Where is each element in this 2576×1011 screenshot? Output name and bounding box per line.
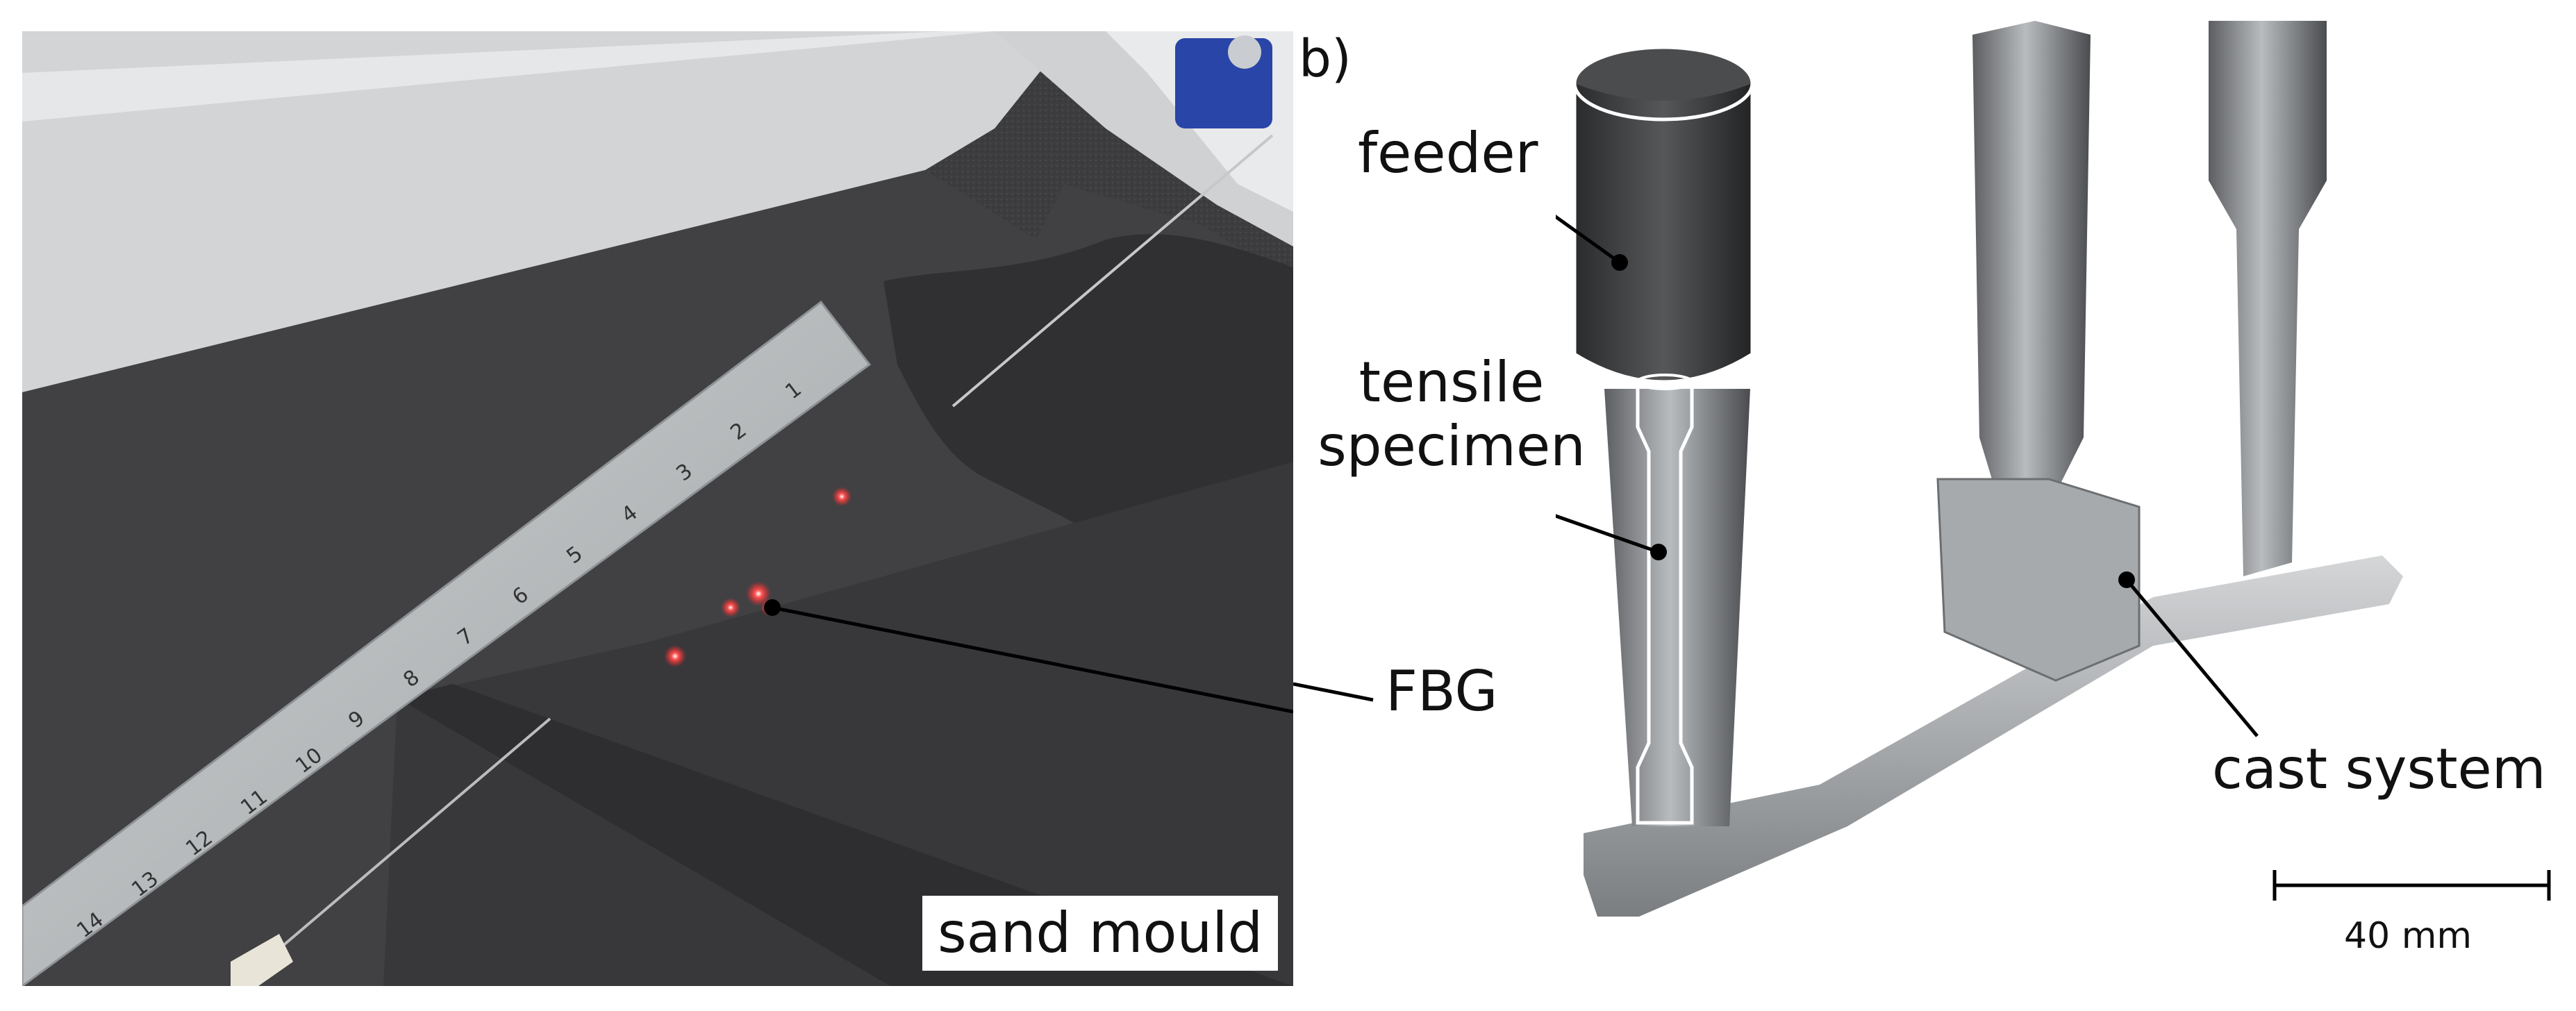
cast-system-leader-line <box>2125 578 2259 737</box>
ruler-number: 1 <box>781 376 806 404</box>
steel-ruler <box>22 300 872 986</box>
ruler-number: 3 <box>671 458 697 487</box>
tensile-marker-dot <box>1650 544 1667 560</box>
panel-b-leaders <box>1556 215 2259 737</box>
fbg-label: FBG <box>1386 659 1498 724</box>
laser-spot <box>746 581 771 606</box>
tensile-label-line-1: tensile <box>1358 350 1545 415</box>
tensile-specimen-label: tensile specimen <box>1306 351 1597 478</box>
aluminium-frame <box>22 31 1050 392</box>
fiber-connector <box>231 934 293 986</box>
ruler-number: 5 <box>562 541 588 569</box>
tensile-label-line-2: specimen <box>1318 414 1586 478</box>
cast-system-block <box>1936 478 2141 682</box>
feeder-label: feeder <box>1358 121 1538 185</box>
ruler-number: 2 <box>726 417 751 446</box>
fbg-marker-dot <box>764 599 781 616</box>
laser-spot <box>721 598 740 617</box>
feeder-leader-line <box>1556 215 1621 265</box>
cast-system-photo <box>1556 21 2417 986</box>
ruler-number: 6 <box>508 582 533 610</box>
optical-fiber-upper <box>952 134 1274 408</box>
panel-b-label: b) <box>1299 29 1352 89</box>
scale-bar <box>2272 870 2551 901</box>
right-rod <box>2209 21 2327 576</box>
ruler-number: 9 <box>344 705 369 734</box>
ruler-number: 12 <box>181 825 218 861</box>
mould-cavity <box>883 234 1293 544</box>
screw-icon <box>1228 35 1261 69</box>
ruler-number: 8 <box>399 665 424 692</box>
laser-spot <box>664 645 686 667</box>
sand-mould-label: sand mould <box>922 896 1279 971</box>
feeder-marker-dot <box>1611 254 1628 271</box>
runner-bar <box>1584 555 2403 917</box>
ruler-number: 10 <box>290 743 327 779</box>
fbg-leader-end <box>1293 682 1374 702</box>
ruler-number: 11 <box>236 784 272 820</box>
tensile-specimen-outline <box>1636 380 1694 825</box>
scale-bar-label: 40 mm <box>2344 915 2473 957</box>
ruler-number: 13 <box>127 867 163 903</box>
ruler-number: 4 <box>617 500 642 528</box>
fbg-leader-line <box>772 605 1293 714</box>
feeder-body <box>1574 83 1752 382</box>
sand-mould-photo-drawing <box>22 31 1293 986</box>
ruler-number: 7 <box>453 624 479 651</box>
cast-system-drawing <box>1572 21 2403 917</box>
cast-system-marker-dot <box>2118 571 2135 588</box>
ruler-number: 14 <box>72 908 109 944</box>
tensile-stem <box>1604 389 1750 826</box>
cast-system-label: cast system <box>2212 737 2546 801</box>
tensile-leader-line <box>1556 514 1659 554</box>
optical-fiber-lower <box>271 717 551 956</box>
middle-wedge <box>1972 21 2091 507</box>
laser-spot <box>832 487 851 506</box>
